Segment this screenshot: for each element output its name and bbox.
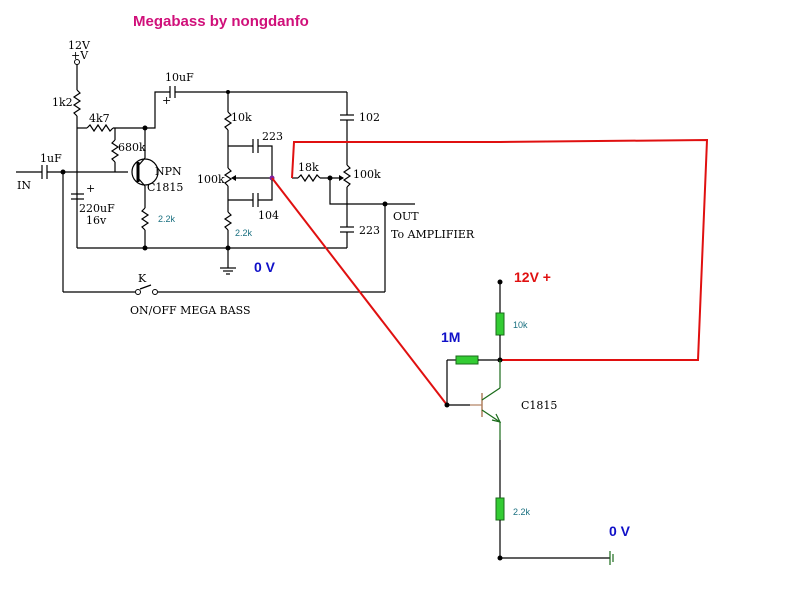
switch-terminal <box>135 289 141 295</box>
supply-label: 12V <box>68 39 91 52</box>
resistor-2k2-c <box>495 497 505 521</box>
resistor-10k-b-label: 10k <box>513 320 528 330</box>
resistor-2k2-a <box>140 207 150 231</box>
resistor-18k <box>297 173 321 183</box>
ground-label-a: 0 V <box>254 259 276 275</box>
wire <box>258 180 273 201</box>
resistor-1M-label: 1M <box>441 329 460 345</box>
resistor-2k2-b <box>223 211 233 231</box>
potentiometer-100k-b <box>342 164 352 188</box>
resistor-2k2-c-label: 2.2k <box>513 507 531 517</box>
capacitor-1uF-label: 1uF <box>40 152 62 165</box>
transistor-q1 <box>131 158 159 186</box>
capacitor-220uF-label: 220uF <box>79 202 115 215</box>
resistor-1M <box>455 355 479 365</box>
resistor-680k <box>110 139 120 163</box>
resistor-4k7-label: 4k7 <box>89 112 110 125</box>
capacitor-voltage-label: 16v <box>86 214 107 227</box>
potentiometer-100k-a-label: 100k <box>197 173 225 186</box>
wire <box>145 91 170 129</box>
resistor-2k2-b-label: 2.2k <box>235 228 253 238</box>
resistor-4k7 <box>86 123 114 133</box>
resistor-1k2 <box>72 89 82 117</box>
supply-plus-label: +V <box>71 49 89 62</box>
wire <box>137 177 146 187</box>
potentiometer-100k-a <box>223 167 233 187</box>
switch-label-k: K <box>138 272 147 285</box>
capacitor-104-label: 104 <box>258 209 279 222</box>
capacitor-10uF-label: 10uF <box>165 71 194 84</box>
transistor-q2-label: C1815 <box>521 399 557 412</box>
resistor-2k2-a-label: 2.2k <box>158 214 176 224</box>
red-feedback-wire <box>291 138 709 361</box>
output-destination-label: To AMPLIFIER <box>391 228 475 241</box>
capacitor-polarity: + <box>162 94 171 107</box>
resistor-10k-label: 10k <box>231 111 252 124</box>
capacitor-polarity: + <box>86 182 95 195</box>
resistor-10k-b <box>495 312 505 336</box>
switch-caption: ON/OFF MEGA BASS <box>130 304 251 317</box>
input-label: IN <box>17 179 31 192</box>
wiper-arrow <box>231 175 236 181</box>
ground-label-b: 0 V <box>609 523 631 539</box>
capacitor-223-a-label: 223 <box>262 130 283 143</box>
resistor-18k-label: 18k <box>298 161 319 174</box>
capacitor-223-b-label: 223 <box>359 224 380 237</box>
wire <box>258 145 273 178</box>
transistor-q1-label: C1815 <box>147 181 183 194</box>
output-label: OUT <box>393 210 419 223</box>
capacitor-102-label: 102 <box>359 111 380 124</box>
resistor-680k-label: 680k <box>118 141 146 154</box>
transistor-q2-collector <box>481 387 501 401</box>
junction <box>142 245 148 251</box>
transistor-type-label: NPN <box>155 165 182 178</box>
potentiometer-100k-b-label: 100k <box>353 168 381 181</box>
switch-lever[interactable] <box>139 284 152 290</box>
supply-terminal <box>74 59 80 65</box>
supply-label-b: 12V + <box>514 269 551 285</box>
red-signal-wire <box>271 177 448 406</box>
resistor-1k2-label: 1k2 <box>52 96 73 109</box>
switch-terminal <box>152 289 158 295</box>
wiper-arrow <box>339 175 344 181</box>
wire <box>137 157 146 167</box>
resistor-10k <box>223 111 233 131</box>
transistor-q2-emitter <box>481 409 501 423</box>
title: Megabass by nongdanfo <box>133 13 309 30</box>
wire <box>329 178 415 205</box>
